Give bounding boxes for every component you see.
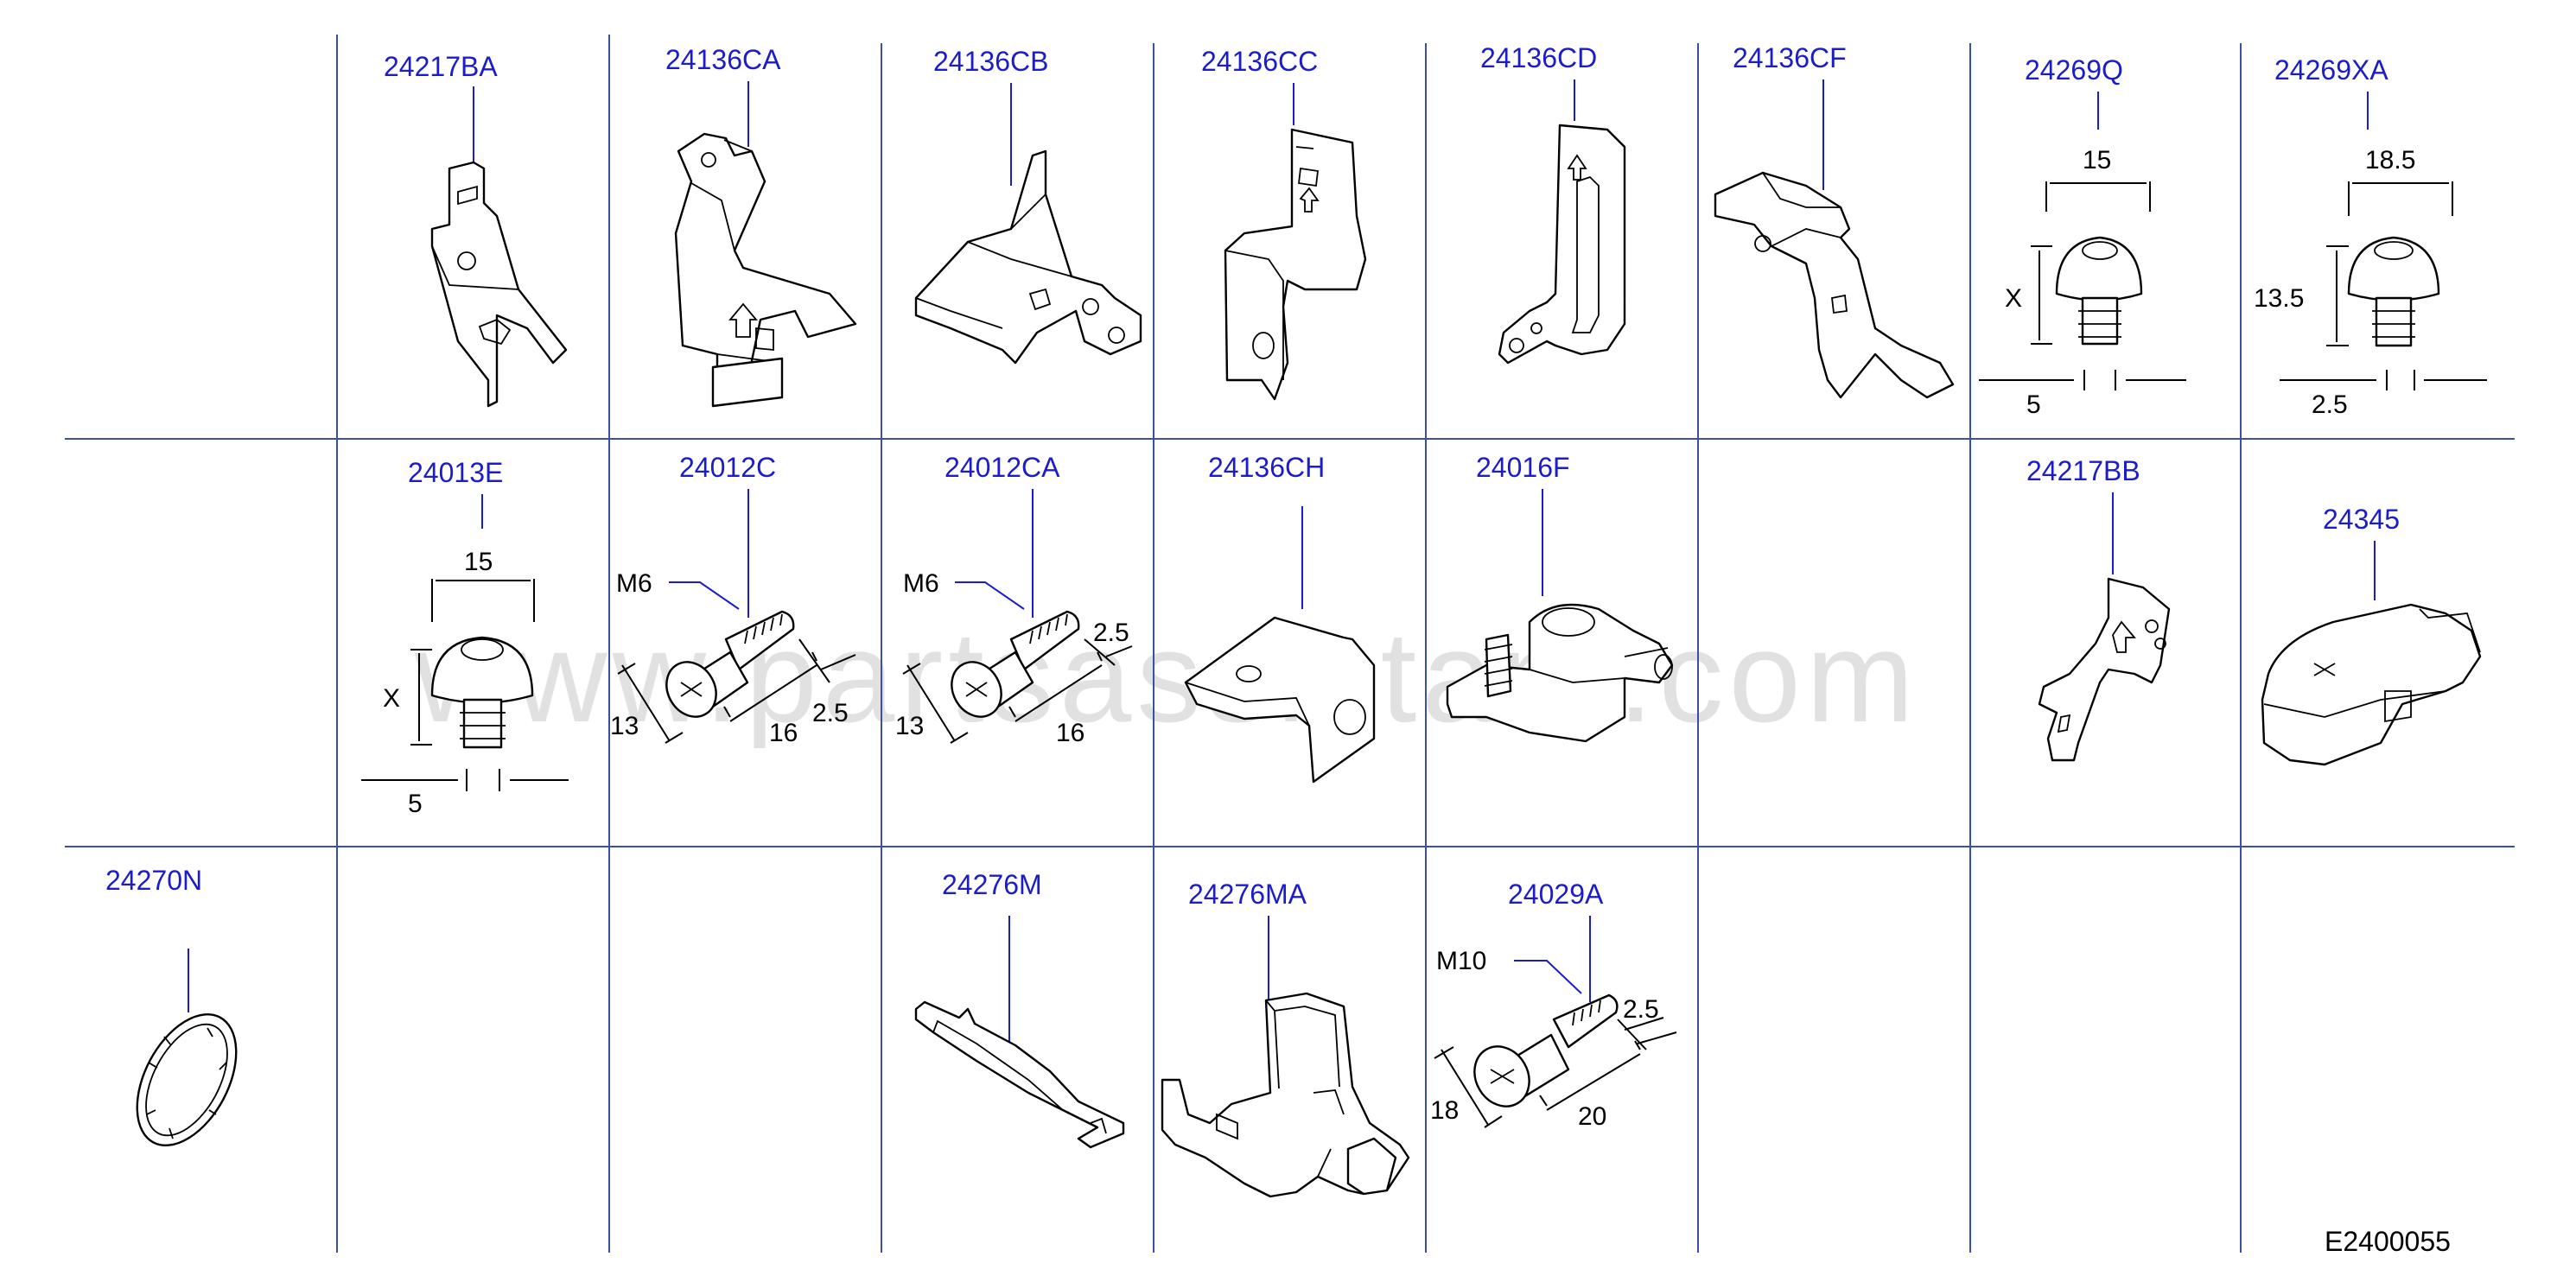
part-number-label: 24012CA [945,452,1060,483]
part-24345[interactable]: 24345 [2261,504,2482,766]
part-24136CB[interactable]: 24136CB [914,46,1142,365]
part-number-label: 24269XA [2274,54,2388,86]
dimension-head: 13 [610,712,639,740]
dimension-length: 16 [769,719,798,747]
part-number-label: 24269Q [2025,54,2123,86]
part-24013E[interactable]: 24013E 15 X 5 [361,457,569,818]
part-24029A[interactable]: 24029A M10 18 20 2.5 [1430,879,1677,1131]
part-number-label: 24136CC [1201,46,1318,77]
diagram-code: E2400055 [2325,1226,2451,1257]
part-number-label: 24136CB [933,46,1048,77]
part-number-label: 24016F [1476,452,1570,483]
part-24269XA[interactable]: 24269XA 18.5 13.5 2.5 [2254,54,2487,419]
part-number-label: 24136CA [665,44,781,75]
dimension-stem: 2.5 [2312,390,2348,419]
part-24276M[interactable]: 24276M [914,869,1125,1149]
grid-lines [65,35,2515,1253]
watermark: www.partsassistant.com [414,604,1919,749]
part-24016F[interactable]: 24016F [1446,452,1674,743]
dimension-tip: 2.5 [1093,619,1129,647]
part-24276MA[interactable]: 24276MA [1161,879,1410,1198]
dimension-height: X [383,684,400,713]
dimension-length: 20 [1578,1102,1606,1131]
part-number-label: 24217BA [384,51,498,82]
dimension-head: 13 [895,712,924,740]
part-number-label: 24276MA [1188,879,1307,910]
part-24012CA[interactable]: 24012CA M6 13 16 2.5 [895,452,1133,747]
dimension-width: 18.5 [2365,146,2415,175]
part-24217BA[interactable]: 24217BA [384,51,568,408]
part-number-label: 24013E [408,457,503,488]
part-24136CD[interactable]: 24136CD [1480,42,1626,365]
part-number-label: 24012C [679,452,776,483]
dimension-stem: 5 [408,790,423,818]
dimension-height: X [2005,284,2022,313]
dimension-height: 13.5 [2254,284,2304,313]
dimension-stem: 5 [2026,390,2041,419]
part-24012C[interactable]: 24012C M6 13 16 2.5 [610,452,856,747]
dimension-tip: 2.5 [1623,995,1659,1024]
part-24136CA[interactable]: 24136CA [665,44,857,408]
part-24217BB[interactable]: 24217BB [2026,455,2171,762]
part-number-label: 24345 [2323,504,2400,535]
dimension-tip: 2.5 [812,699,849,727]
part-number-label: 24276M [942,869,1042,900]
thread-size: M6 [903,569,939,598]
part-number-label: 24217BB [2026,455,2140,486]
dimension-width: 15 [2083,146,2111,175]
part-number-label: 24136CD [1480,42,1597,73]
part-24269Q[interactable]: 24269Q 15 X 5 [1979,54,2186,419]
part-number-label: 24270N [105,865,202,896]
part-number-label: 24136CF [1733,42,1847,73]
part-24136CH[interactable]: 24136CH [1184,452,1376,784]
dimension-head: 18 [1430,1096,1459,1125]
thread-size: M6 [616,569,652,598]
dimension-width: 15 [464,548,493,576]
dimension-length: 16 [1056,719,1084,747]
part-number-label: 24136CH [1208,452,1325,483]
part-24136CC[interactable]: 24136CC [1201,46,1367,401]
part-24136CF[interactable]: 24136CF [1714,42,1955,399]
part-number-label: 24029A [1508,879,1604,910]
part-24270N[interactable]: 24270N [105,865,257,1162]
thread-size: M10 [1436,947,1486,975]
